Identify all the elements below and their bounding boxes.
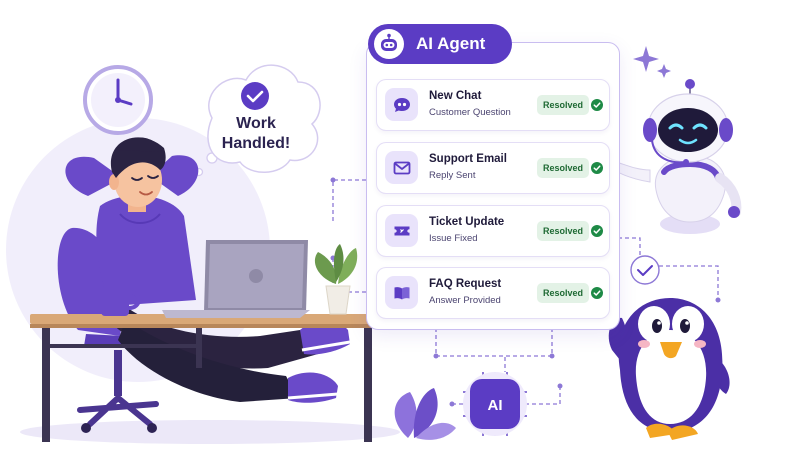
connector-check-icon — [630, 255, 660, 285]
list-item-faq-request[interactable]: FAQ Request Answer Provided Resolved — [376, 267, 610, 319]
agent-panel-title: AI Agent — [416, 34, 486, 53]
mug-icon — [101, 286, 141, 316]
list-item-title: Support Email — [429, 153, 507, 165]
sparkle-icon — [633, 46, 671, 78]
list-item-ticket-update[interactable]: Ticket Update Issue Fixed Resolved — [376, 205, 610, 257]
thought-line-2: Handled! — [221, 135, 291, 152]
thought-bubble-text: Work Handled! — [204, 114, 308, 154]
list-item-new-chat[interactable]: New Chat Customer Question Resolved — [376, 79, 610, 131]
thought-line-1: Work — [236, 115, 276, 132]
relaxing-person — [65, 137, 351, 403]
ticket-icon — [385, 214, 418, 247]
robot-assistant — [608, 79, 742, 234]
open-book-icon — [385, 276, 418, 309]
list-item-subtitle: Answer Provided — [429, 295, 501, 306]
bubble-check-icon — [241, 82, 269, 110]
list-item-subtitle: Customer Question — [429, 107, 511, 118]
list-item-support-email[interactable]: Support Email Reply Sent Resolved — [376, 142, 610, 194]
list-item-title: Ticket Update — [429, 216, 505, 228]
list-item-subtitle: Reply Sent — [429, 170, 476, 181]
laptop — [162, 240, 310, 318]
clock-icon — [83, 65, 153, 135]
agent-panel-header: AI Agent — [368, 24, 512, 64]
list-item-title: FAQ Request — [429, 278, 502, 290]
chat-bubble-icon — [385, 88, 418, 121]
check-circle-icon — [591, 225, 603, 237]
check-circle-icon — [591, 99, 603, 111]
status-badge: Resolved — [537, 158, 589, 178]
ai-chip-icon — [463, 372, 527, 436]
floor-plant-icon — [394, 388, 456, 440]
check-circle-icon — [591, 162, 603, 174]
penguin-mascot — [608, 298, 730, 440]
connector-dots — [330, 177, 721, 407]
list-item-subtitle: Issue Fixed — [429, 233, 478, 244]
check-circle-icon — [591, 287, 603, 299]
robot-avatar-icon — [374, 29, 404, 59]
list-item-title: New Chat — [429, 90, 482, 102]
floor-shadow — [20, 420, 400, 444]
plant-icon — [314, 244, 358, 315]
status-badge: Resolved — [537, 283, 589, 303]
status-badge: Resolved — [537, 95, 589, 115]
status-badge: Resolved — [537, 221, 589, 241]
envelope-icon — [385, 151, 418, 184]
